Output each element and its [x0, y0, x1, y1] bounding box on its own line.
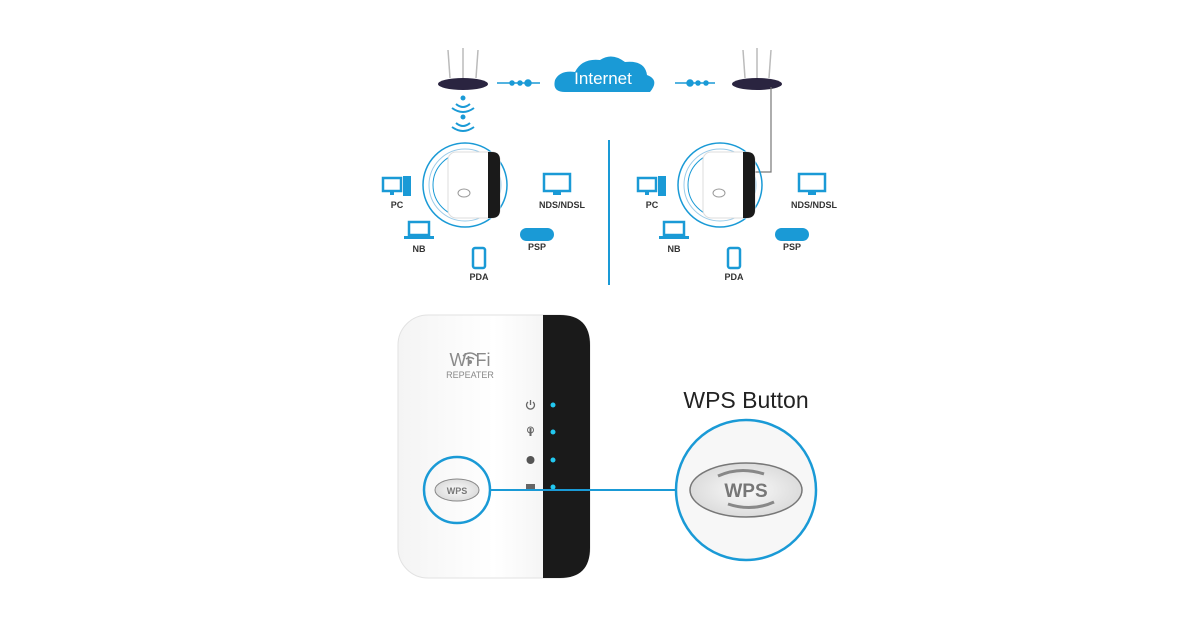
wps-callout-label: WPS [724, 481, 767, 502]
psp-right-label: PSP [783, 242, 801, 252]
repeater-right-icon [677, 142, 763, 228]
nds-left-label: NDS/NDSL [539, 200, 586, 210]
pc-left-icon [381, 176, 411, 196]
pda-right-label: PDA [724, 272, 744, 282]
wps-button-callout: WPS [674, 418, 818, 562]
repeater-left-icon [422, 142, 508, 228]
psp-left-label: PSP [528, 242, 546, 252]
link-left-icon [497, 79, 540, 87]
refresh-arrow-bottom-icon [727, 500, 775, 509]
nds-right-icon [797, 172, 827, 195]
wifi-repeater-device: Wi Fi REPEATER WPS [397, 314, 591, 579]
internet-cloud-icon: Internet [554, 56, 655, 92]
nb-left-icon [404, 220, 434, 239]
psp-right-icon [775, 228, 809, 241]
link-icon [526, 456, 535, 464]
wps-button-small[interactable]: WPS [434, 478, 480, 502]
nds-left-icon [542, 172, 572, 195]
psp-left-icon [520, 228, 554, 241]
wifi-logo-icon [462, 352, 478, 365]
nb-right-label: NB [668, 244, 681, 254]
link-right-icon [675, 79, 715, 87]
lan-icon [526, 484, 535, 490]
nb-left-label: NB [413, 244, 426, 254]
nds-right-label: NDS/NDSL [791, 200, 838, 210]
pc-right-label: PC [646, 200, 659, 210]
wireless-signal-icon [451, 95, 475, 132]
pda-left-icon [471, 246, 487, 270]
pc-left-label: PC [391, 200, 404, 210]
status-leds [550, 402, 556, 490]
callout-title: WPS Button [683, 387, 808, 413]
pda-right-icon [726, 246, 742, 270]
signal-icon [527, 426, 534, 436]
router-right-icon [732, 48, 782, 90]
nb-right-icon [659, 220, 689, 239]
ethernet-cable [750, 87, 772, 173]
pc-right-icon [636, 176, 666, 196]
brand-repeater-text: REPEATER [446, 370, 494, 380]
cloud-label: Internet [574, 69, 632, 88]
wps-button-small-label: WPS [447, 486, 468, 496]
refresh-arrow-top-icon [717, 469, 765, 478]
router-left-icon [438, 48, 488, 90]
power-icon [525, 400, 536, 410]
pda-left-label: PDA [469, 272, 489, 282]
